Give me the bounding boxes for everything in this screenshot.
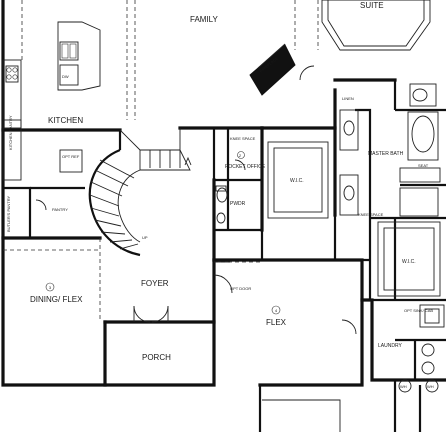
seat-label: SEAT bbox=[418, 163, 429, 168]
room-labels: FAMILY SUITE KITCHEN DW OPT REF FIREPLAC… bbox=[6, 1, 434, 389]
flex-number: 4 bbox=[275, 308, 278, 313]
up-label: UP bbox=[142, 235, 148, 240]
porch-label: PORCH bbox=[142, 353, 171, 362]
wh-left-label: WH bbox=[400, 384, 407, 389]
linen-label: LINEN bbox=[342, 96, 354, 101]
foyer-label: FOYER bbox=[141, 279, 169, 288]
dining-number: 3 bbox=[49, 285, 52, 290]
knee-space-lower-label: KNEE SPACE bbox=[358, 212, 384, 217]
office-number-circle bbox=[237, 151, 245, 159]
knee-space-upper-label: KNEE SPACE bbox=[230, 136, 256, 141]
suite-ceiling bbox=[321, 0, 431, 51]
laundry-label: LAUNDRY bbox=[378, 343, 402, 349]
pocket-office-number: 2 bbox=[239, 153, 242, 158]
laundry-fixtures bbox=[398, 304, 445, 393]
wic-center-label: W.I.C. bbox=[290, 178, 304, 184]
butlers-pantry-label: BUTLER'S PANTRY bbox=[6, 195, 11, 232]
master-bath-label: MASTER BATH bbox=[368, 151, 404, 157]
dw-label: DW bbox=[62, 74, 69, 79]
kitchen-pantry-label: KITCHEN PANTRY bbox=[8, 115, 13, 150]
room-number-markers bbox=[45, 151, 281, 315]
doors bbox=[35, 65, 357, 335]
exterior-walls bbox=[1, 0, 446, 387]
wic-shelving bbox=[267, 141, 441, 297]
family-label: FAMILY bbox=[190, 15, 219, 24]
dining-label: DINING/ FLEX bbox=[30, 295, 83, 304]
dining-number-circle bbox=[45, 282, 55, 292]
curved-staircase bbox=[88, 128, 192, 257]
pwdr-label: PWDR bbox=[230, 201, 246, 207]
pantry-label: PANTRY bbox=[52, 207, 68, 212]
lower-walls bbox=[258, 380, 422, 432]
opt-door-label: OPT DOOR bbox=[230, 286, 251, 291]
dashed-lines bbox=[3, 0, 319, 322]
opt-sink-label: OPT SINK/ CAB bbox=[404, 308, 433, 313]
flex-label: FLEX bbox=[266, 318, 287, 327]
wh-right-label: WH bbox=[427, 384, 434, 389]
powder-fixtures bbox=[215, 185, 228, 224]
fireplace bbox=[249, 43, 296, 96]
flex-number-circle bbox=[271, 305, 281, 315]
opt-ref-label: OPT REF bbox=[62, 154, 80, 159]
kitchen-fixtures bbox=[2, 21, 101, 181]
interior-walls bbox=[3, 80, 446, 380]
master-bath-fixtures bbox=[339, 83, 441, 217]
kitchen-label: KITCHEN bbox=[48, 116, 83, 125]
pocket-office-label: POCKET OFFICE bbox=[225, 164, 266, 170]
suite-label: SUITE bbox=[360, 1, 384, 10]
wic-right-label: W.I.C. bbox=[402, 259, 416, 265]
